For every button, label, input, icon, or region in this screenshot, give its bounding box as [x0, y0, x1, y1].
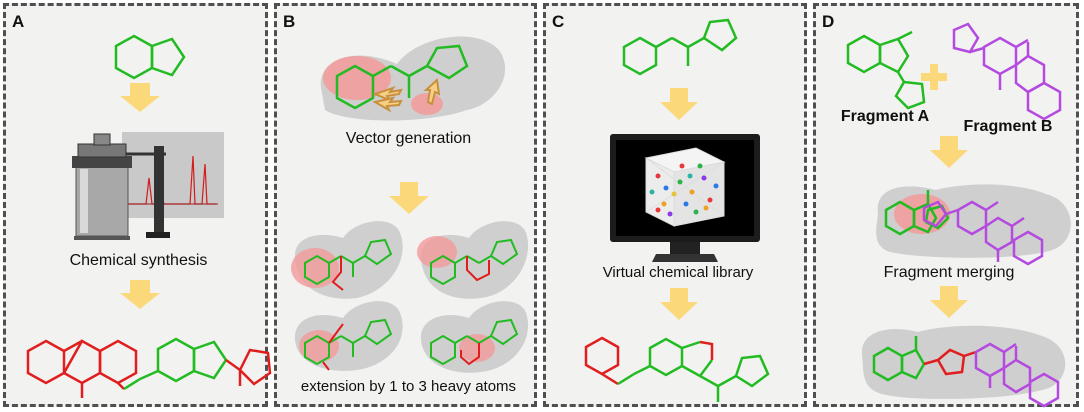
fragment-a-molecule	[846, 30, 926, 110]
vector-generation-caption: Vector generation	[345, 130, 472, 147]
plus-icon	[921, 64, 947, 90]
panel-a-graphics	[26, 34, 272, 398]
generated-molecule-2	[417, 221, 529, 299]
merged-molecule	[861, 325, 1066, 408]
fragment-b-label: Fragment B	[963, 118, 1053, 135]
panel-b-label: B	[283, 12, 296, 31]
generated-molecule-1	[291, 221, 403, 299]
extension-caption: extension by 1 to 3 heavy atoms	[300, 378, 517, 395]
panel-a-label: A	[12, 12, 25, 31]
generated-molecule-4	[420, 301, 529, 373]
monitor-icon	[610, 134, 760, 262]
query-molecule	[622, 18, 738, 76]
down-arrow	[660, 288, 698, 320]
vector-arrows-icon	[372, 77, 441, 113]
merged-intermediate	[876, 184, 1071, 266]
down-arrow	[660, 88, 698, 120]
down-arrow	[120, 280, 160, 309]
nmr-instrument-illustration	[72, 132, 224, 240]
down-arrow	[930, 136, 968, 168]
panel-d-label: D	[822, 12, 835, 31]
chemical-synthesis-caption: Chemical synthesis	[69, 252, 208, 269]
core-molecule	[335, 44, 469, 110]
panel-d: D	[813, 3, 1079, 408]
virtual-library-caption: Virtual chemical library	[602, 264, 754, 281]
generated-molecule-3	[294, 301, 403, 371]
panel-b-graphics	[291, 36, 529, 373]
library-dots	[649, 163, 719, 217]
down-arrow	[389, 182, 429, 214]
panel-a: A	[3, 3, 272, 407]
vector-glow	[411, 93, 443, 115]
panel-c-graphics	[584, 18, 770, 402]
fragment-b-molecule	[952, 22, 1062, 121]
panel-c-label: C	[552, 12, 565, 31]
fragment-merging-caption: Fragment merging	[883, 264, 1015, 281]
synthesized-molecule	[26, 337, 272, 398]
down-arrow	[120, 83, 160, 112]
hit-molecule	[584, 336, 770, 402]
panel-b: B	[274, 3, 537, 407]
indane-molecule	[114, 34, 186, 80]
panel-d-graphics	[846, 22, 1071, 408]
panel-c: C	[543, 3, 807, 407]
down-arrow	[930, 286, 968, 318]
fragment-a-label: Fragment A	[840, 108, 930, 125]
